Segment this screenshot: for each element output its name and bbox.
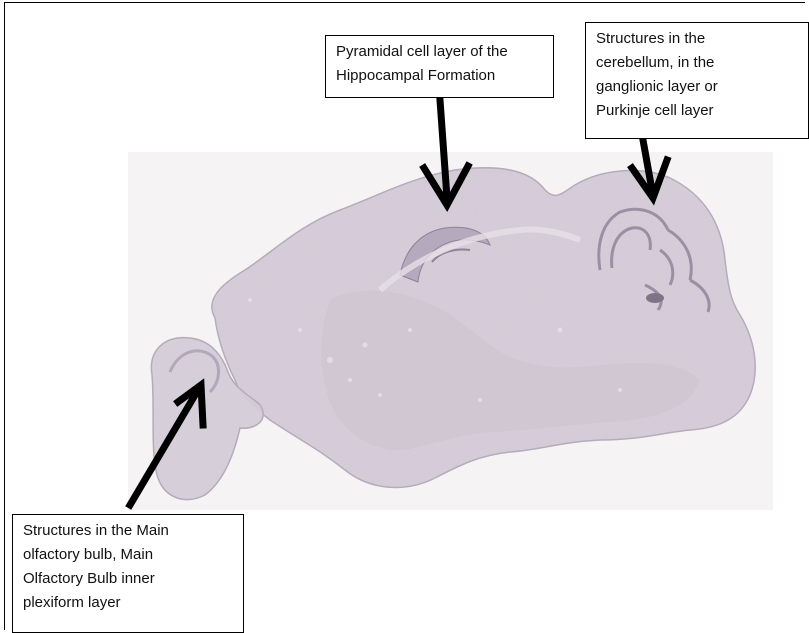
label-cerebellum: Structures in the cerebellum, in the gan… — [585, 22, 809, 139]
label-olfactory-bulb: Structures in the Main olfactory bulb, M… — [12, 514, 244, 633]
label-hippocampus: Pyramidal cell layer of the Hippocampal … — [325, 35, 554, 98]
